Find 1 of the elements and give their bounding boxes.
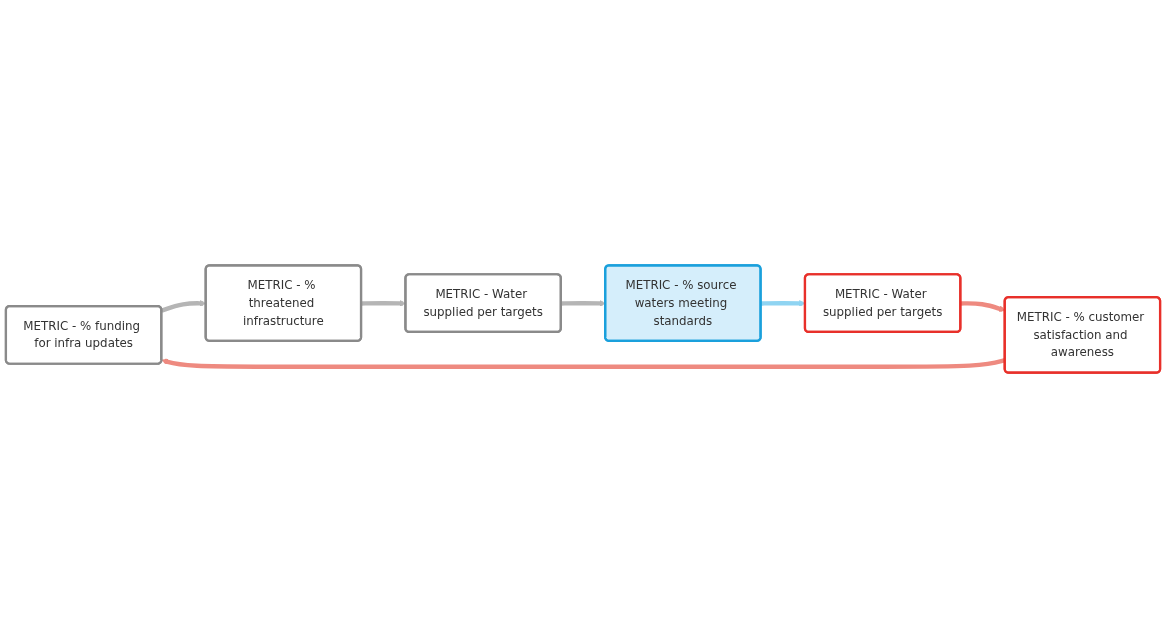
arrow bbox=[561, 299, 606, 307]
